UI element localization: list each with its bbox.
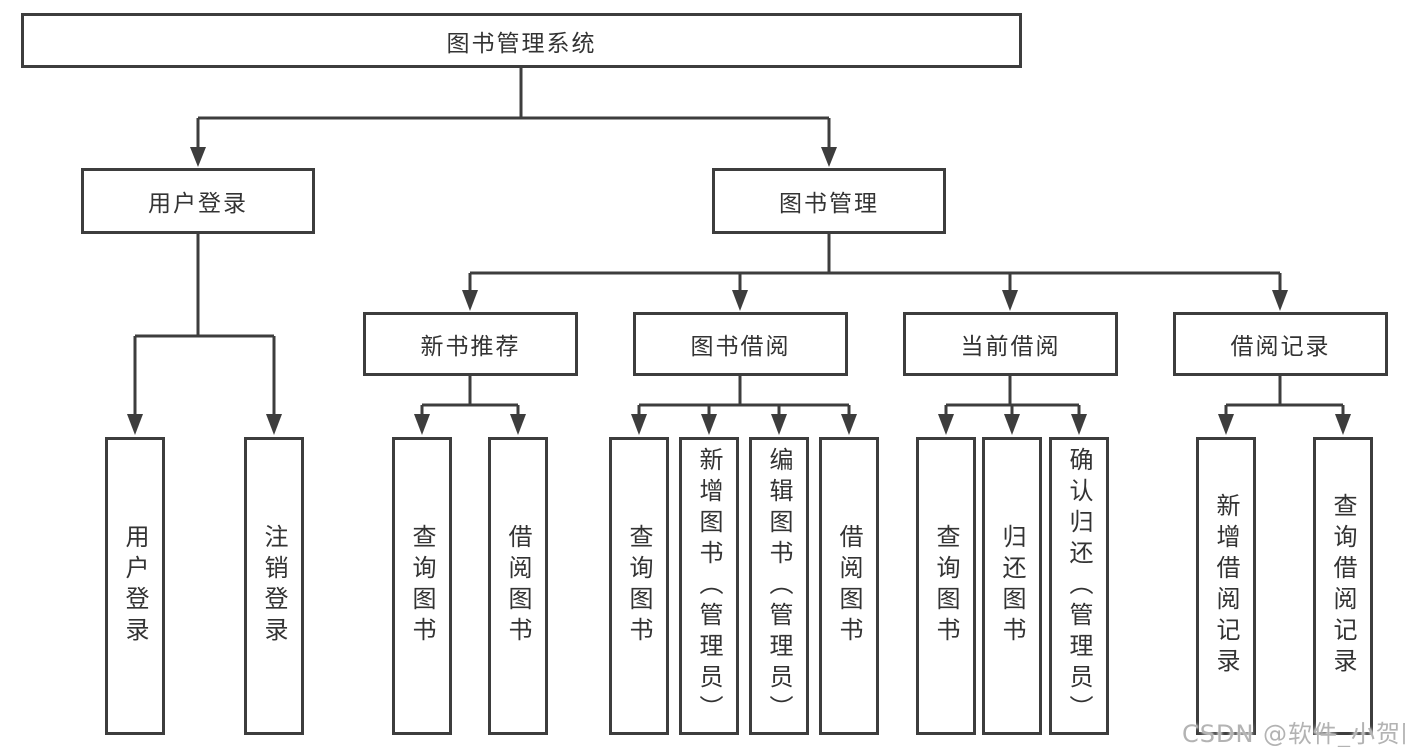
leaf-add-books-admin: 新增图书（管理员） bbox=[679, 437, 739, 735]
node-label: 借阅图书 bbox=[504, 524, 532, 648]
leaf-edit-books-admin: 编辑图书（管理员） bbox=[749, 437, 809, 735]
arrowhead-book-borrowing bbox=[732, 290, 748, 311]
node-new-book-recommend: 新书推荐 bbox=[363, 312, 578, 376]
arrowhead-leaf-query-books-3 bbox=[938, 414, 954, 435]
arrowhead-leaf-query-record bbox=[1335, 414, 1351, 435]
arrowhead-new-book-recommend bbox=[462, 290, 478, 311]
node-book-management-system: 图书管理系统 bbox=[21, 13, 1022, 68]
leaf-add-borrow-record: 新增借阅记录 bbox=[1196, 437, 1256, 735]
arrowhead-leaf-edit-books bbox=[771, 414, 787, 435]
node-label: 借阅图书 bbox=[835, 524, 863, 648]
node-borrowing-records: 借阅记录 bbox=[1173, 312, 1388, 376]
node-label: 查询图书 bbox=[932, 524, 960, 648]
node-label: 用户登录 bbox=[121, 524, 149, 648]
node-label: 归还图书 bbox=[998, 524, 1026, 648]
arrowhead-current-borrowing bbox=[1002, 290, 1018, 311]
node-label: 图书管理 bbox=[779, 191, 879, 217]
arrowhead-leaf-user-login bbox=[127, 414, 143, 435]
connector-book-management bbox=[468, 232, 1282, 294]
connector-current-borrowing bbox=[944, 374, 1081, 417]
connector-book-borrowing bbox=[637, 374, 851, 417]
node-label: 查询图书 bbox=[408, 524, 436, 648]
arrowhead-user-login bbox=[190, 147, 206, 167]
leaf-confirm-return-admin: 确认归还（管理员） bbox=[1049, 437, 1109, 735]
node-label: 查询图书 bbox=[625, 524, 653, 648]
node-user-login: 用户登录 bbox=[81, 168, 315, 234]
leaf-return-books: 归还图书 bbox=[982, 437, 1042, 735]
connector-root bbox=[196, 66, 831, 150]
connector-new-book-recommend bbox=[420, 374, 520, 417]
node-label: 新增图书（管理员） bbox=[695, 446, 723, 726]
node-label: 注销登录 bbox=[260, 524, 288, 648]
node-label: 查询借阅记录 bbox=[1329, 493, 1357, 679]
watermark: CSDN @软件_小贺同学 bbox=[1182, 720, 1405, 747]
leaf-query-books-1: 查询图书 bbox=[392, 437, 452, 735]
leaf-borrow-books-1: 借阅图书 bbox=[488, 437, 548, 735]
arrowhead-leaf-logout bbox=[266, 414, 282, 435]
node-label: 当前借阅 bbox=[960, 334, 1061, 360]
leaf-borrow-books-2: 借阅图书 bbox=[819, 437, 879, 735]
node-label: 编辑图书（管理员） bbox=[765, 446, 793, 726]
node-label: 确认归还（管理员） bbox=[1065, 446, 1093, 726]
node-label: 新书推荐 bbox=[420, 334, 521, 360]
connector-user-login bbox=[133, 232, 276, 417]
arrowhead-leaf-add-record bbox=[1218, 414, 1234, 435]
leaf-logout: 注销登录 bbox=[244, 437, 304, 735]
arrowhead-leaf-confirm-return bbox=[1071, 414, 1087, 435]
node-label: 图书借阅 bbox=[690, 334, 791, 360]
node-book-management: 图书管理 bbox=[712, 168, 946, 234]
node-label: 借阅记录 bbox=[1230, 334, 1331, 360]
node-book-borrowing: 图书借阅 bbox=[633, 312, 848, 376]
arrowhead-leaf-borrow-books-1 bbox=[510, 414, 526, 435]
arrowhead-book-management bbox=[821, 147, 837, 167]
leaf-query-books-3: 查询图书 bbox=[916, 437, 976, 735]
arrowhead-leaf-query-books-2 bbox=[631, 414, 647, 435]
leaf-query-borrow-record: 查询借阅记录 bbox=[1313, 437, 1373, 735]
arrowhead-leaf-borrow-books-2 bbox=[841, 414, 857, 435]
arrowhead-leaf-return-books bbox=[1004, 414, 1020, 435]
node-label: 用户登录 bbox=[148, 191, 248, 217]
connector-borrowing-records bbox=[1224, 374, 1345, 417]
node-label: 新增借阅记录 bbox=[1212, 493, 1240, 679]
arrowhead-leaf-query-books-1 bbox=[414, 414, 430, 435]
node-label: 图书管理系统 bbox=[446, 30, 597, 57]
arrowhead-leaf-add-books bbox=[701, 414, 717, 435]
arrowhead-borrowing-records bbox=[1272, 290, 1288, 311]
node-current-borrowing: 当前借阅 bbox=[903, 312, 1118, 376]
leaf-query-books-2: 查询图书 bbox=[609, 437, 669, 735]
leaf-user-login: 用户登录 bbox=[105, 437, 165, 735]
